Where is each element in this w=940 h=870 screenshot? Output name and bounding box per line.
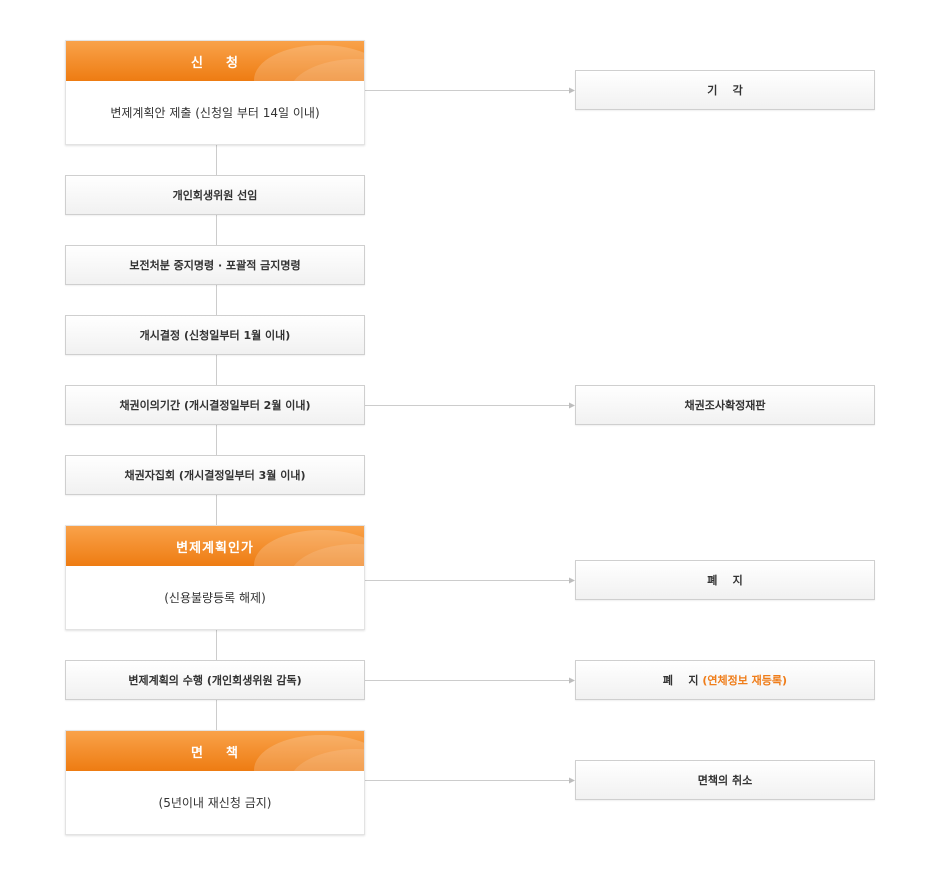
step-objection: 채권이의기간 (개시결정일부터 2월 이내) [65,385,365,425]
step-execution: 변제계획의 수행 (개인회생위원 감독) [65,660,365,700]
outcome-abolition-re-note: (연체정보 재등록) [702,674,788,687]
outcome-abolition: 폐 지 [575,560,875,600]
outcome-abolition-label: 폐 지 [707,574,743,587]
outcome-abolition-re-label: 폐 지 [662,674,699,687]
step-approval-body: (신용불량등록 해제) [164,591,266,605]
step-approval-header: 변제계획인가 [66,526,364,566]
step-discharge-body: (5년이내 재신청 금지) [158,796,272,810]
step-apply-body: 변제계획안 제출 (신청일 부터 14일 이내) [110,106,320,120]
outcome-dismissal-label: 기 각 [707,84,743,97]
step-commence: 개시결정 (신청일부터 1월 이내) [65,315,365,355]
step-apply-header: 신 청 [66,41,364,81]
step-appoint: 개인회생위원 선임 [65,175,365,215]
outcome-dismissal: 기 각 [575,70,875,110]
outcome-abolition-reregister: 폐 지 (연체정보 재등록) [575,660,875,700]
step-preservation: 보전처분 중지명령 · 포괄적 금지명령 [65,245,365,285]
step-discharge: 면 책 (5년이내 재신청 금지) [65,730,365,835]
step-approval: 변제계획인가 (신용불량등록 해제) [65,525,365,630]
step-apply: 신 청 변제계획안 제출 (신청일 부터 14일 이내) [65,40,365,145]
step-discharge-header: 면 책 [66,731,364,771]
step-creditors-meeting: 채권자집회 (개시결정일부터 3월 이내) [65,455,365,495]
outcome-claim-trial: 채권조사확정재판 [575,385,875,425]
outcome-discharge-cancel: 면책의 취소 [575,760,875,800]
